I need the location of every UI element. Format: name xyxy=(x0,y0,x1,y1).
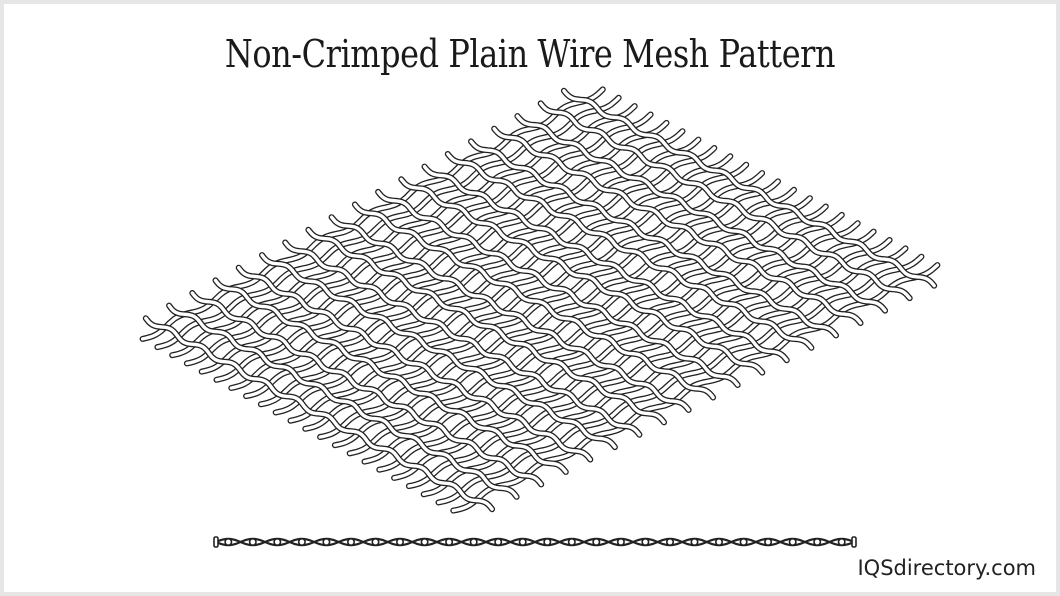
profile-cross-wire xyxy=(297,537,306,546)
mesh-wire-b-core xyxy=(213,278,568,474)
profile-cross-wire xyxy=(395,537,404,546)
profile-cross-wire xyxy=(739,537,748,546)
mesh-wire-b-core xyxy=(283,240,642,437)
mesh-wire-b-core xyxy=(237,266,592,462)
mesh-wire-b-core xyxy=(422,164,789,362)
mesh-wire-b-core xyxy=(144,316,494,511)
mesh-wire-b-core xyxy=(167,303,519,499)
mesh-wire-b-core xyxy=(562,89,936,288)
mesh-wire-a-core xyxy=(229,137,701,390)
profile-cross-wire xyxy=(641,537,650,546)
mesh-wire-b-core xyxy=(260,253,617,449)
profile-cross-wire xyxy=(837,537,846,546)
profile-cross-wire xyxy=(224,537,233,546)
profile-wire xyxy=(215,537,855,547)
site-watermark: IQSdirectory.com xyxy=(857,556,1036,580)
mesh-wire-b-core xyxy=(353,202,715,400)
profile-cross-wire xyxy=(616,537,625,546)
profile-cross-wire xyxy=(371,537,380,546)
profile-cross-wire xyxy=(420,537,429,546)
profile-cross-wire xyxy=(469,537,478,546)
profile-cross-wire xyxy=(690,537,699,546)
profile-cross-wire xyxy=(764,537,773,546)
profile-cross-wire xyxy=(346,537,355,546)
diagram-canvas: Non-Crimped Plain Wire Mesh Pattern IQSd… xyxy=(4,4,1056,592)
mesh-wire-b-core xyxy=(469,139,838,338)
profile-cross-wire xyxy=(494,537,503,546)
profile-cross-wire xyxy=(592,537,601,546)
mesh-wire-a-core xyxy=(288,171,764,423)
wire-mesh-side-profile xyxy=(213,536,857,548)
profile-cross-wire xyxy=(518,537,527,546)
mesh-wire-b-core xyxy=(539,101,912,300)
mesh-wire-a-core xyxy=(318,188,796,439)
mesh-wire-a-core xyxy=(259,154,732,406)
mesh-wire-b-core xyxy=(446,152,814,350)
wire-mesh-illustration xyxy=(139,86,941,514)
mesh-wire-b-core xyxy=(376,190,740,387)
profile-cross-wire xyxy=(813,537,822,546)
profile-end-cap xyxy=(213,536,219,548)
profile-cross-wire xyxy=(248,537,257,546)
profile-cross-wire xyxy=(543,537,552,546)
mesh-wire-b-core xyxy=(399,177,764,375)
profile-cross-wire xyxy=(714,537,723,546)
profile-cross-wire xyxy=(445,537,454,546)
mesh-wire-b-core xyxy=(306,228,666,424)
profile-cross-wire xyxy=(665,537,674,546)
mesh-wire-a-core xyxy=(200,121,669,374)
page-title: Non-Crimped Plain Wire Mesh Pattern xyxy=(224,32,836,76)
profile-cross-wire xyxy=(788,537,797,546)
profile-cross-wire xyxy=(273,537,282,546)
mesh-wire-b-core xyxy=(492,126,863,325)
mesh-wire-b-core xyxy=(190,291,543,487)
profile-cross-wire xyxy=(322,537,331,546)
mesh-wire-b-core xyxy=(329,215,691,412)
profile-cross-wire xyxy=(567,537,576,546)
mesh-wire-b-core xyxy=(515,114,887,313)
profile-end-cap xyxy=(851,536,857,548)
